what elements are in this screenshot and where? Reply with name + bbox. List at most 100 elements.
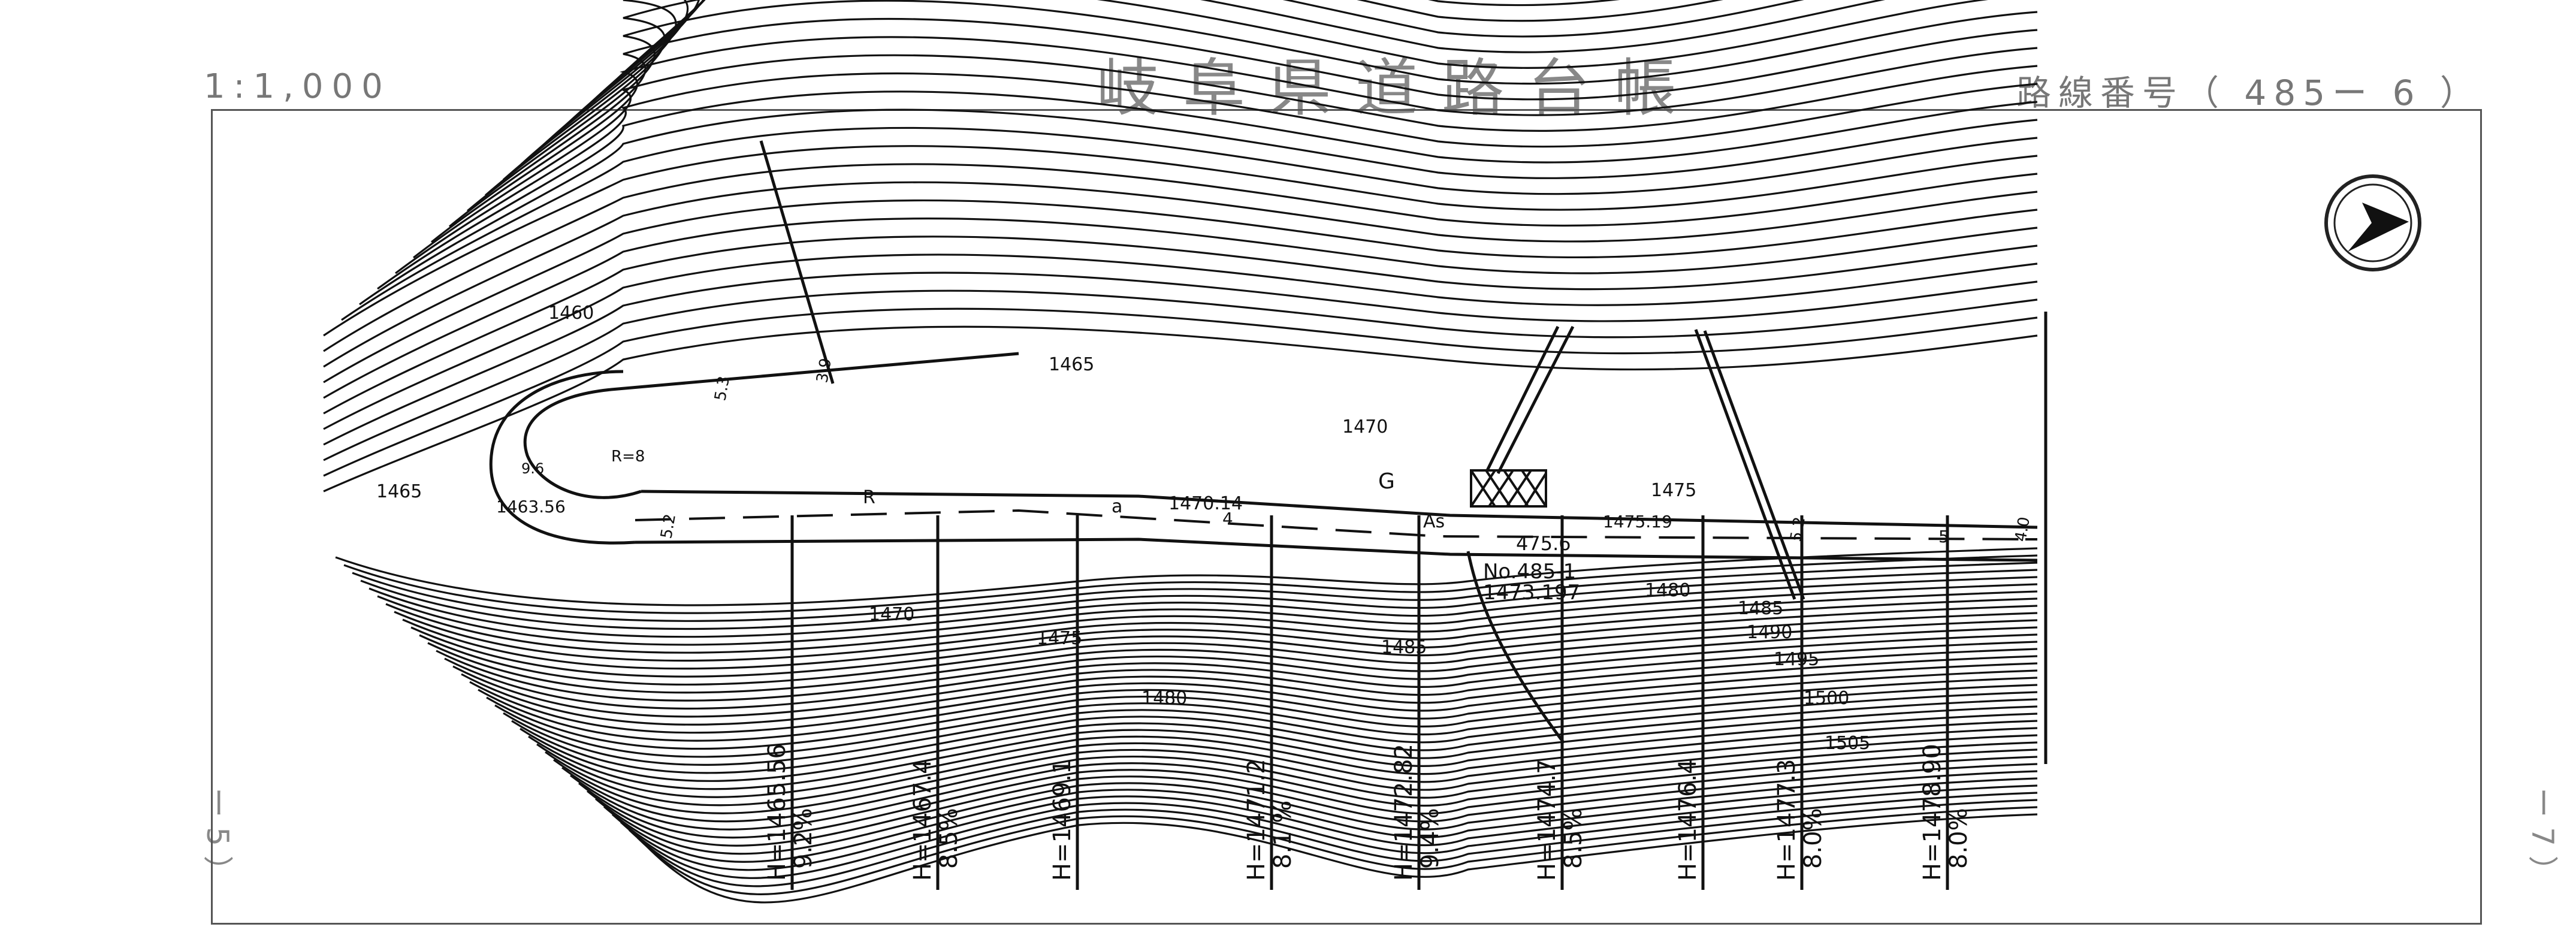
contour-line xyxy=(511,698,2038,774)
width-label: 4.0 xyxy=(2012,515,2034,543)
elevation-label: 1463.56 xyxy=(496,497,566,517)
elevation-label: 475.6 xyxy=(1516,532,1571,555)
contour-line xyxy=(359,108,2038,306)
contour-label: 1480 xyxy=(1141,688,1187,709)
contour-label: 1505 xyxy=(1825,733,1870,754)
contour-line xyxy=(323,307,2038,477)
contour-line xyxy=(620,792,2038,879)
contour-line xyxy=(553,734,2038,814)
contour-line xyxy=(538,0,1723,150)
station-lines xyxy=(790,515,1949,890)
contour-line xyxy=(452,648,2038,718)
contour-line xyxy=(561,741,2038,823)
contour-label: 1475 xyxy=(1651,480,1696,501)
contour-line xyxy=(594,770,2038,855)
map-symbol: R xyxy=(863,487,875,508)
contour-line xyxy=(343,554,2038,614)
contour-line xyxy=(503,691,2038,766)
contour-line xyxy=(484,0,1988,197)
bench-mark-elevation: 1473.197 xyxy=(1483,581,1580,605)
contour-line xyxy=(352,561,2038,622)
radius-label: R=8 xyxy=(611,448,645,466)
contour-line xyxy=(431,36,2038,243)
map-boundary xyxy=(759,140,2047,764)
contour-label: 1495 xyxy=(1774,649,1819,670)
contour-label: 1490 xyxy=(1747,622,1792,643)
contour-label: 1465 xyxy=(1049,354,1094,375)
contour-line xyxy=(436,633,2038,702)
contour-line xyxy=(578,756,2038,839)
contour-line xyxy=(528,712,2038,790)
contour-line xyxy=(335,547,2038,606)
contour-line xyxy=(377,583,2038,646)
map-symbol: a xyxy=(1112,496,1122,517)
contour-line xyxy=(323,289,2038,461)
contour-line xyxy=(494,684,2038,758)
profile-grade: 8.5% xyxy=(1560,808,1587,869)
contour-line xyxy=(410,612,2038,678)
contour-label: 1470 xyxy=(869,604,914,625)
contour-line xyxy=(369,576,2038,638)
contour-line xyxy=(466,0,2038,212)
contour-line xyxy=(323,145,2038,337)
contour-line xyxy=(636,806,2038,895)
contour-label: 1470 xyxy=(1342,416,1388,437)
contour-line xyxy=(323,181,2038,368)
contour-line xyxy=(323,325,2038,493)
contour-line xyxy=(448,17,2038,228)
contour-line xyxy=(603,777,2038,863)
route-number: 路線番号（ 485ー 6 ） xyxy=(2016,73,2482,113)
road-surface-label: As xyxy=(1423,511,1445,532)
contour-line xyxy=(536,720,2038,798)
north-arrow-icon xyxy=(2324,174,2421,271)
contour-line xyxy=(385,590,2038,654)
contour-line xyxy=(395,72,2038,274)
contour-line xyxy=(394,597,2038,662)
contour-line xyxy=(323,236,2038,415)
contour-line xyxy=(402,605,2038,670)
contour-line xyxy=(427,626,2038,694)
contour-line xyxy=(520,705,2038,782)
contour-label: 1485 xyxy=(1381,637,1427,658)
contour-line xyxy=(377,90,2038,290)
profile-elevation: H=1476.4 xyxy=(1674,759,1702,881)
contour-line xyxy=(413,54,2038,259)
profile-elevation: H=1477.3 xyxy=(1773,759,1801,881)
profile-elevation: H=1469.1 xyxy=(1049,759,1076,881)
contour-line xyxy=(360,569,2038,630)
contour-line xyxy=(323,271,2038,446)
contour-lines-lower xyxy=(335,547,2038,904)
contour-label: 1500 xyxy=(1804,688,1849,709)
contour-line xyxy=(323,218,2038,399)
contour-line xyxy=(323,163,2038,352)
contour-line xyxy=(469,662,2038,734)
profile-elevation: H=1465.56 xyxy=(763,744,791,881)
profile-elevation: H=1478.90 xyxy=(1919,744,1946,881)
contour-line xyxy=(570,748,2038,831)
bridge-structure xyxy=(1470,469,1547,508)
contour-lines-upper xyxy=(323,0,2038,493)
contour-label: 1480 xyxy=(1645,580,1690,601)
contour-label: 1475 xyxy=(1037,628,1082,649)
profile-grade: 8.0% xyxy=(1945,808,1973,869)
profile-elevation: H=1467.4 xyxy=(909,759,937,881)
width-label: 9.6 xyxy=(521,460,544,477)
map-symbol: 4 xyxy=(1222,509,1233,529)
contour-line xyxy=(502,0,1886,181)
contour-label: 1485 xyxy=(1738,598,1783,619)
width-label: 5.2 xyxy=(1787,515,1809,543)
width-label: 3.9 xyxy=(813,357,835,384)
contour-line xyxy=(419,619,2038,686)
contour-line xyxy=(486,677,2038,750)
profile-elevation: H=1472.82 xyxy=(1390,744,1418,881)
contour-line xyxy=(323,253,2038,430)
bench-mark-id: No.485-1 xyxy=(1483,560,1576,584)
contour-line xyxy=(645,813,2038,904)
contour-line xyxy=(586,763,2038,847)
profile-elevation: H=1471.2 xyxy=(1243,759,1270,881)
contour-line xyxy=(461,655,2038,726)
profile-grade: 9.4% xyxy=(1417,808,1444,869)
contour-line xyxy=(323,199,2038,384)
road-centerline xyxy=(489,352,2038,562)
